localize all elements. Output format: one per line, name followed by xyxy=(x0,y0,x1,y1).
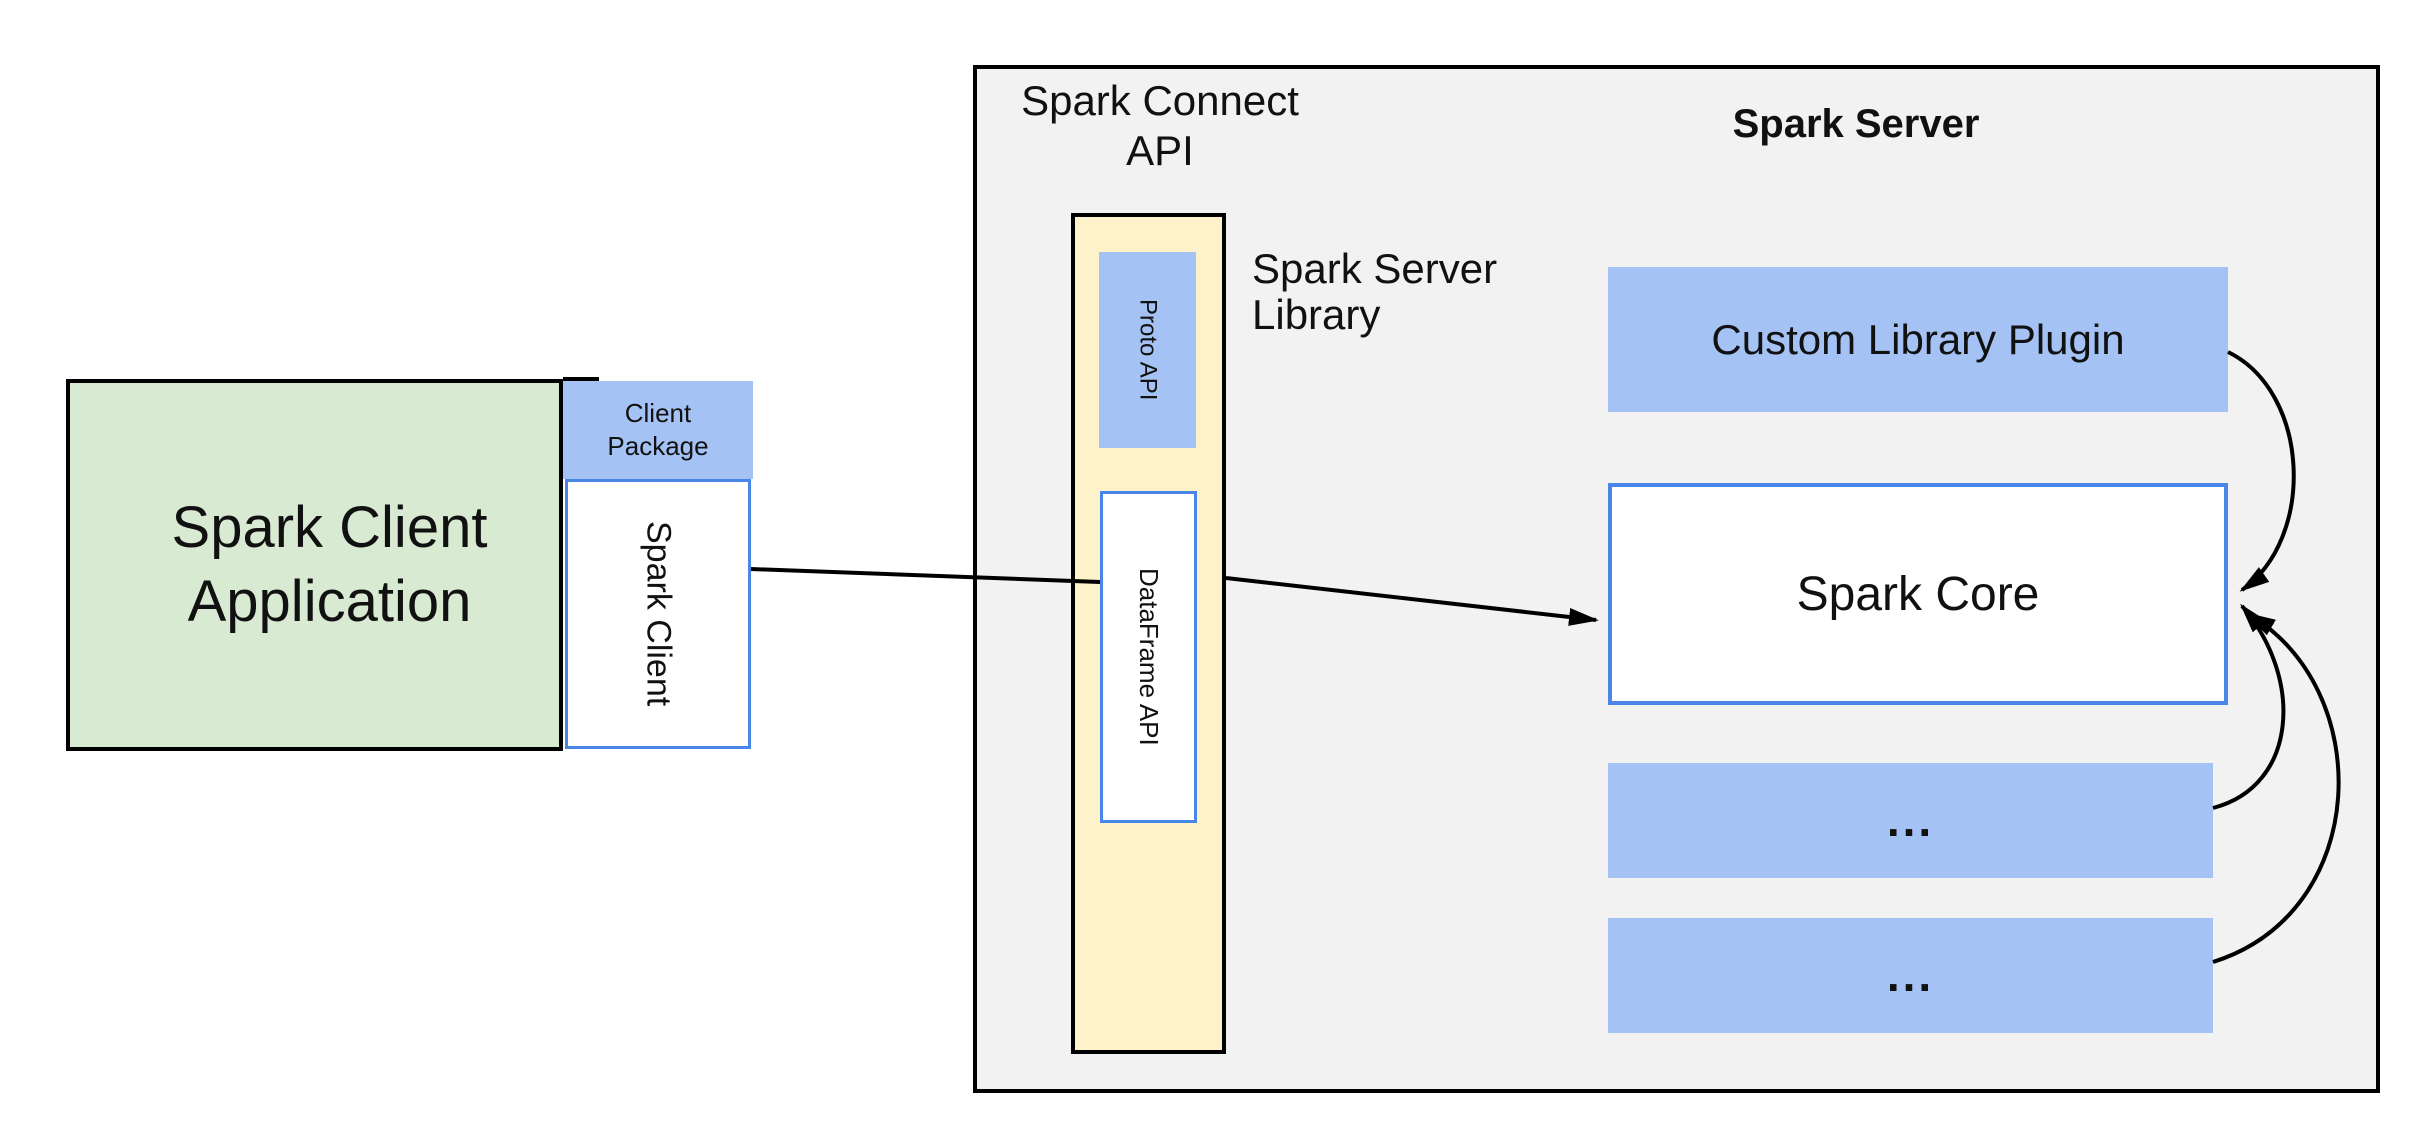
ellipsis-1-label: ... xyxy=(1886,793,1935,846)
custom-library-plugin-box: Custom Library Plugin xyxy=(1608,267,2228,412)
spark-client-box: Spark Client xyxy=(565,479,751,749)
spark-client-application-label: Spark Client Application xyxy=(171,495,488,634)
dataframe-api-label: DataFrame API xyxy=(1134,568,1164,746)
ellipsis-box-1: ... xyxy=(1608,763,2213,878)
proto-api-box: Proto API xyxy=(1099,252,1196,448)
spark-core-box: Spark Core xyxy=(1608,483,2228,705)
green-box-border-extension xyxy=(563,377,599,381)
spark-client-application-box xyxy=(66,379,563,751)
spark-server-library-label: Spark Server Library xyxy=(1252,245,1498,338)
ellipsis-2-label: ... xyxy=(1886,948,1935,1001)
dataframe-api-box: DataFrame API xyxy=(1100,491,1197,823)
proto-api-label: Proto API xyxy=(1134,299,1162,401)
spark-connect-api-title: Spark Connect API xyxy=(1021,77,1299,174)
client-package-box: Client Package xyxy=(563,381,753,479)
spark-client-label: Spark Client xyxy=(639,521,678,707)
ellipsis-box-2: ... xyxy=(1608,918,2213,1033)
spark-server-title: Spark Server xyxy=(1732,102,1980,146)
